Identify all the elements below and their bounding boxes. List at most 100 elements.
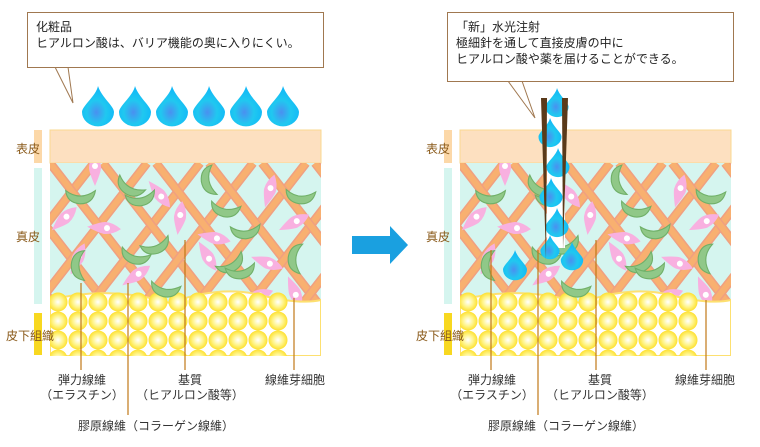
fibroblast-cell xyxy=(173,201,187,235)
fibroblast-nucleus xyxy=(473,213,480,220)
fat-cell xyxy=(268,330,288,350)
fat-cell xyxy=(108,292,128,312)
fibroblast-nucleus xyxy=(206,255,213,262)
fibroblast-cell xyxy=(532,265,561,286)
fat-cell xyxy=(638,330,658,350)
fibroblast-nucleus xyxy=(677,185,684,192)
fat-cell xyxy=(268,349,288,356)
label-fibroblast: 線維芽細胞 xyxy=(674,373,736,387)
elastic-fiber xyxy=(211,199,242,218)
fat-cell xyxy=(188,292,208,312)
fat-cell xyxy=(538,349,558,356)
fibroblast-nucleus xyxy=(158,193,165,200)
fat-cell xyxy=(558,311,578,331)
fat-cell xyxy=(228,311,248,331)
fibroblast-nucleus xyxy=(266,260,273,267)
needle-left-wall xyxy=(541,98,547,260)
fat-cell xyxy=(658,330,678,350)
droplet-icon xyxy=(82,86,114,127)
fibroblast-cell xyxy=(51,207,77,231)
fat-cell xyxy=(208,292,228,312)
fibroblast-nucleus xyxy=(92,163,98,169)
elastic-fiber xyxy=(639,222,671,240)
elastic-fiber xyxy=(287,243,304,275)
fibroblast-cell xyxy=(499,163,511,186)
callout-injection: 「新」水光注射 極細針を通して直接皮膚の中に ヒアルロン酸や薬を届けることができ… xyxy=(447,12,734,82)
fibroblast-nucleus xyxy=(213,235,220,242)
fat-cell xyxy=(128,292,148,312)
elastic-fiber xyxy=(151,279,182,298)
elastic-fiber xyxy=(139,234,169,255)
fat-cell xyxy=(460,311,478,331)
elastic-fiber xyxy=(621,199,652,218)
fat-cell xyxy=(208,330,228,350)
label-fibroblast: 線維芽細胞 xyxy=(264,373,326,387)
fat-cell xyxy=(578,311,598,331)
layer-label-epidermis: 表皮 xyxy=(16,142,41,156)
layer-label-dermis: 真皮 xyxy=(16,230,41,244)
fat-cell xyxy=(478,311,498,331)
fibroblast-cell xyxy=(497,222,531,235)
fibroblast-cell xyxy=(583,201,597,235)
fat-cell xyxy=(498,349,518,356)
fibroblast-cell xyxy=(148,181,171,208)
fat-cell xyxy=(578,292,598,312)
label-text: 基質 xyxy=(587,373,613,387)
fat-cell xyxy=(638,349,658,356)
fat-cell xyxy=(538,330,558,350)
fibroblast-cell xyxy=(197,231,231,245)
fat-cell xyxy=(68,349,88,356)
fat-cell xyxy=(50,292,68,312)
elastic-fiber xyxy=(124,188,155,207)
callout-tail xyxy=(507,80,536,119)
fibroblast-cell xyxy=(198,241,217,271)
fibroblast-cell xyxy=(287,276,303,308)
fibroblast-nucleus xyxy=(135,270,142,277)
droplet-icon xyxy=(230,86,262,127)
fat-cell xyxy=(498,330,518,350)
fat-cell xyxy=(68,292,88,312)
layer-label-dermis: 真皮 xyxy=(426,230,451,244)
fat-cell xyxy=(88,311,108,331)
fat-cell xyxy=(188,330,208,350)
fat-cell xyxy=(598,349,618,356)
fat-cell xyxy=(228,292,248,312)
fibroblast-nucleus xyxy=(545,270,552,277)
fat-cell xyxy=(558,292,578,312)
fat-cell xyxy=(68,311,88,331)
fat-cell xyxy=(578,330,598,350)
fat-cell xyxy=(88,292,108,312)
fat-cell xyxy=(208,349,228,356)
fat-cell xyxy=(478,292,498,312)
fat-cell xyxy=(618,292,638,312)
elastic-fiber xyxy=(697,243,714,275)
fat-cell xyxy=(598,330,618,350)
fat-cell xyxy=(460,349,478,356)
fat-cell xyxy=(478,349,498,356)
label-text: 基質 xyxy=(177,373,203,387)
fibroblast-nucleus xyxy=(177,212,184,219)
fibroblast-cell xyxy=(661,256,694,270)
fat-cell xyxy=(248,330,268,350)
droplet-icon xyxy=(119,86,151,127)
droplet-icon xyxy=(503,250,527,281)
fat-cell xyxy=(88,349,108,356)
fat-cell xyxy=(518,311,538,331)
fat-cell xyxy=(618,330,638,350)
fat-cell xyxy=(228,330,248,350)
fat-cell xyxy=(88,330,108,350)
fibroblast-cell xyxy=(461,207,487,231)
fat-cell xyxy=(168,292,188,312)
fibroblast-nucleus xyxy=(623,235,630,242)
elastic-fiber xyxy=(624,250,654,274)
fibroblast-nucleus xyxy=(703,218,710,225)
fat-cell xyxy=(658,292,678,312)
fibroblast-nucleus xyxy=(513,225,520,232)
fat-cell xyxy=(108,330,128,350)
fat-cell xyxy=(50,311,68,331)
fat-cell xyxy=(248,292,268,312)
fat-cell xyxy=(598,311,618,331)
elastic-fiber xyxy=(214,250,244,274)
elastic-fiber xyxy=(480,250,496,282)
